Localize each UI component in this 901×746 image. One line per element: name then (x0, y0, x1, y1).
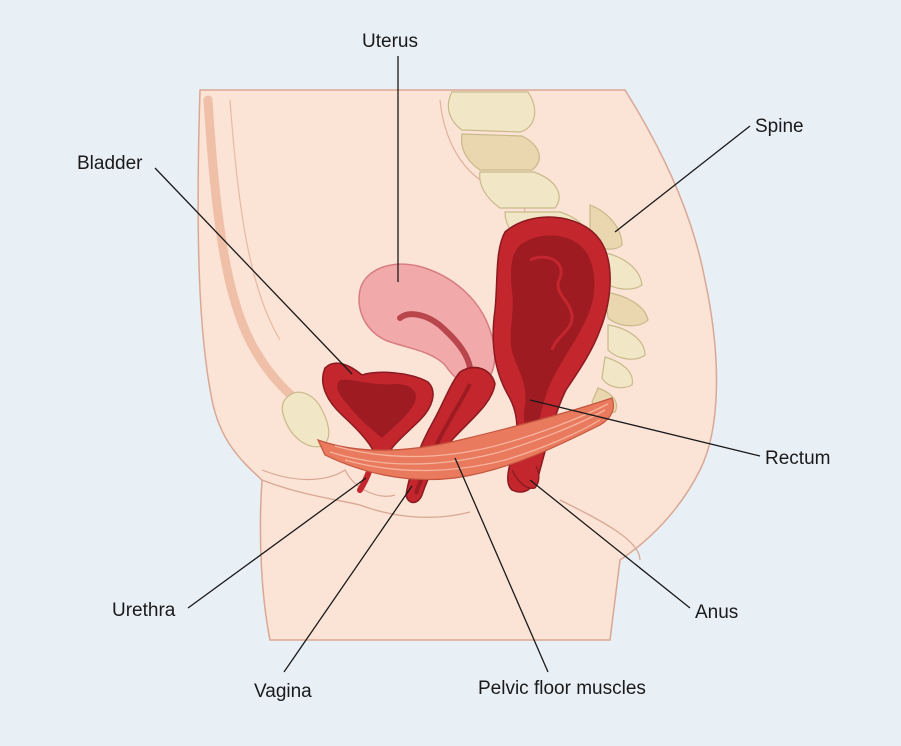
labels: Uterus Spine Bladder Rectum Urethra Anus… (77, 31, 830, 702)
vagina-leader (283, 485, 413, 673)
vertebra (479, 171, 560, 209)
bladder-interior (337, 379, 416, 438)
bladder-leader (154, 167, 353, 375)
label-pelvic-floor-muscles: Pelvic floor muscles (478, 678, 646, 699)
label-urethra: Urethra (112, 600, 176, 621)
rectum-lumen (510, 235, 595, 440)
spine-leader (614, 125, 751, 233)
label-spine: Spine (755, 116, 804, 137)
urethra-leader (187, 477, 367, 609)
buttock-fold (559, 499, 641, 561)
pelvic-floor-muscles (316, 397, 615, 481)
uterus-cavity (397, 311, 473, 371)
rectum-leader (529, 399, 761, 457)
label-anus: Anus (695, 602, 738, 623)
label-bladder: Bladder (77, 153, 143, 174)
vertebra (604, 291, 649, 327)
vertebra (460, 133, 540, 171)
rectum-folds (529, 255, 574, 351)
bladder-illustration (321, 362, 434, 493)
anal-canal (511, 465, 540, 489)
vertebra (601, 356, 633, 389)
pelvic-floor-leader (454, 457, 549, 673)
label-rectum: Rectum (765, 448, 830, 469)
thigh-crease (261, 479, 471, 518)
pubic-region-fold (261, 469, 396, 497)
leader-lines (154, 56, 761, 673)
anus-leader (529, 479, 691, 609)
muscle-band (316, 397, 615, 481)
label-vagina: Vagina (254, 681, 312, 702)
vertebra (447, 91, 536, 133)
muscle-fibers (329, 403, 609, 472)
abdominal-wall-inner (229, 99, 281, 341)
label-uterus: Uterus (362, 31, 418, 52)
vertebra (607, 324, 646, 360)
